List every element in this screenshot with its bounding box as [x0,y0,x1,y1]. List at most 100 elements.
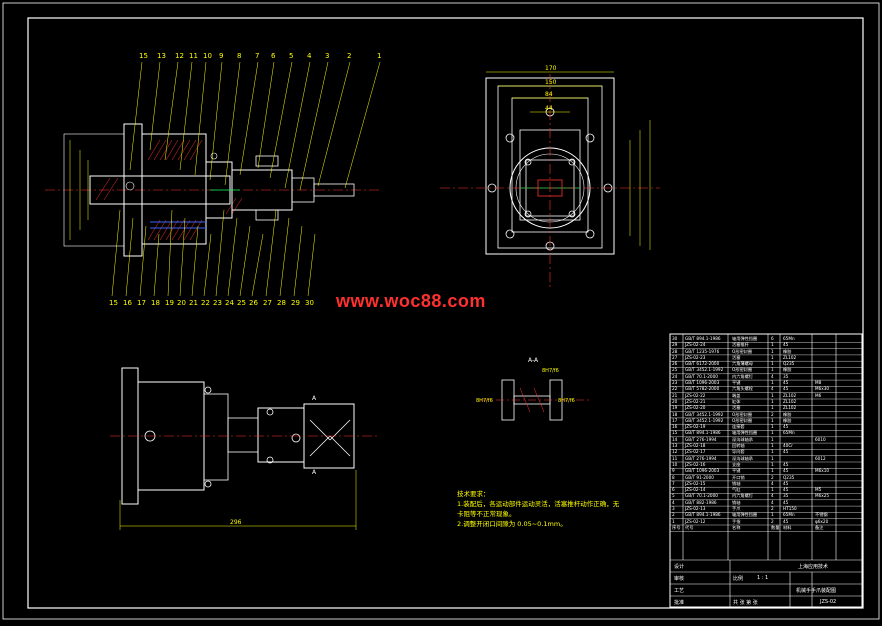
balloon-bottom-29: 29 [291,299,300,307]
table-cell: JZS-02-22 [685,392,706,398]
balloon-bottom-18: 18 [151,299,160,307]
leader-line-bottom [215,209,225,297]
balloon-bottom-16: 16 [123,299,132,307]
table-cell: 支座 [732,461,741,467]
table-cell: φ6x20 [815,518,829,524]
table-cell: JZS-02-20 [685,405,706,411]
table-cell: 导向套 [732,449,745,455]
table-cell: 1 [771,461,774,467]
table-cell: 1 [771,512,774,518]
table-cell: 28 [672,348,678,354]
table-cell: 29 [672,342,678,348]
table-cell: 10 [672,461,678,467]
table-cell: 1 [771,348,774,354]
table-cell: JZS-02-19 [685,424,706,430]
table-cell: 26 [672,361,678,367]
table-cell: 65Mn [783,512,795,518]
table-cell: 代号 [685,524,694,530]
table-cell: 1 [771,367,774,373]
parts-list-frame [669,333,863,608]
table-cell: 1 [672,518,675,524]
table-cell: 12 [672,449,678,455]
front-view-bottom: 296 A A [110,367,380,530]
table-cell: 6 [771,336,774,341]
table-cell: 35 [783,373,789,379]
table-cell: ZL102 [783,392,797,398]
table-cell: JZS-02-24 [685,342,706,348]
balloon-top-7: 7 [255,52,259,60]
table-cell: 活塞 [732,405,741,411]
balloon-bottom-15: 15 [109,299,118,307]
title-code: JZS-02 [820,599,837,605]
table-cell: JZS-02-17 [685,449,706,455]
table-cell: 25 [672,367,678,373]
table-cell: 轴用弹性挡圈 [732,336,758,341]
table-cell: 不锈钢 [815,512,828,518]
balloon-bottom-21: 21 [189,299,198,307]
table-cell: 1 [771,392,774,398]
table-cell: 回转轴 [732,443,745,449]
balloon-bottom-17: 17 [137,299,146,307]
inner-frame [27,17,864,609]
balloon-top-9: 9 [219,52,223,60]
table-cell: 4 [771,373,774,379]
table-cell: GB/T 276-1994 [685,436,717,442]
table-cell: M6x10 [815,468,830,474]
table-cell: O形密封圈 [732,417,753,423]
table-cell: GB/T 894.1-1986 [685,336,721,341]
table-cell: 21 [672,392,678,398]
table-cell: M6x25 [815,493,830,499]
balloon-top-13: 13 [157,52,166,60]
dim-84: 84 [545,91,553,98]
table-cell: 开口销 [732,474,745,480]
notes-line-3: 2.调整开闭口间隙为 0.05~0.1mm。 [457,520,567,528]
table-cell: GB/T 3452.1-1992 [685,411,724,417]
title-designer: 设计 [674,564,685,570]
leader-line-bottom [239,225,251,297]
table-cell: M6 [815,392,822,398]
table-cell: 18 [672,411,678,417]
table-cell: 1 [771,405,774,411]
table-cell: JZS-02-21 [685,398,706,404]
leader-line-bottom [139,225,147,297]
table-cell: 连接套 [732,424,745,430]
table-cell: 端盖 [732,392,741,398]
table-cell: 橡胶 [783,367,792,373]
balloon-top-15: 15 [139,52,148,60]
section-a-a: A-A 8H7/f6 8H7/f6 8H7/f6 [476,357,590,421]
table-cell: 2 [771,506,774,512]
balloon-top-5: 5 [289,52,293,60]
table-cell: 深沟球轴承 [732,436,753,442]
table-cell: GB/T 1235-1976 [685,348,720,354]
balloon-bottom-24: 24 [225,299,234,307]
dim-296: 296 [230,519,242,526]
table-cell: 15 [672,430,678,436]
balloon-top-6: 6 [271,52,276,60]
table-cell: 活塞 [732,354,741,360]
plan-view-top-right: 170 150 84 44 [440,65,660,290]
table-cell: 5 [672,493,675,499]
leader-line-bottom [167,209,173,297]
dim-44: 44 [545,105,553,112]
table-cell: GB/T 3452.1-1992 [685,417,724,423]
table-cell: 轴用弹性挡圈 [732,512,758,518]
section-mark-a-top: A [312,395,317,402]
table-cell: 45 [783,487,789,493]
table-cell: 平键 [732,380,741,386]
leader-line-top [257,61,275,169]
balloon-bottom-20: 20 [177,299,186,307]
table-cell: 40Cr [783,443,793,449]
table-cell: GB/T 276-1994 [685,455,717,461]
table-cell: 橡胶 [783,348,792,354]
table-cell: 13 [672,443,678,449]
